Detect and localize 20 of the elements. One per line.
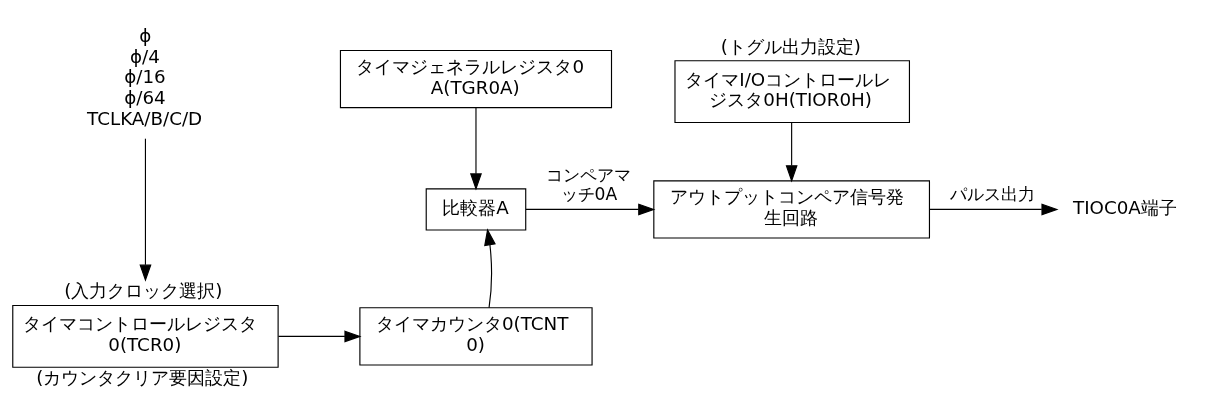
arrow [469, 107, 482, 191]
arrow [277, 330, 362, 343]
arrow [525, 203, 656, 216]
node-box: 比較器A [425, 188, 527, 231]
edge-label: コンペアマッチ0A [546, 164, 632, 205]
arrow [929, 203, 1059, 216]
node-box: タイマカウンタ0(TCNT0) [359, 307, 593, 366]
node-text: TIOC0A端子 [1072, 196, 1177, 218]
node-box: タイマコントロールレジスタ0(TCR0) [12, 304, 279, 368]
edge-label: パルス出力 [949, 184, 1035, 205]
arrow [785, 122, 798, 183]
node-label: (カウンタクリア要因設定) [36, 367, 249, 389]
arrow [484, 228, 496, 309]
node-label: (トグル出力設定) [720, 35, 861, 57]
node-box: タイマI/Oコントロールレジスタ0H(TIOR0H) [674, 60, 910, 124]
arrow [139, 138, 152, 282]
node-label: (入力クロック選択) [64, 280, 223, 302]
node-box: アウトプットコンペア信号発生回路 [653, 180, 931, 239]
node-box: タイマジェネラルレジスタ0A(TGR0A) [339, 49, 613, 109]
node-text: ϕ ϕ/4 ϕ/16 ϕ/64 TCLKA/B/C/D [87, 25, 203, 129]
